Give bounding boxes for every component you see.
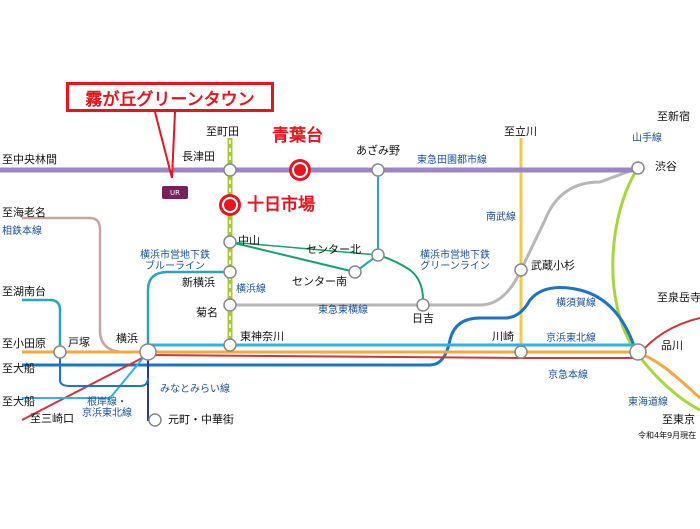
station-shishonandai: 至湖南台 <box>2 285 46 298</box>
callout-pointer <box>154 111 176 179</box>
marker-higashikanagawa <box>223 338 237 352</box>
station-shihigashikyo: 至東京 <box>662 413 695 426</box>
toyoko-line <box>230 166 639 307</box>
station-motomachi: 元町・中華街 <box>168 413 234 426</box>
blueline-line-south <box>22 298 62 352</box>
station-shimachida: 至町田 <box>206 125 239 138</box>
line-greenline: 横浜市営地下鉄 グリーンライン <box>420 250 490 272</box>
station-shimisakiguchi: 至三崎口 <box>30 412 74 425</box>
yamanote-line <box>611 167 700 412</box>
yokosuka-line <box>22 286 638 367</box>
line-toyoko: 東急東横線 <box>318 305 368 316</box>
line-denentoshi: 東急田園都市線 <box>417 155 487 166</box>
marker-nagatsuta <box>223 163 237 177</box>
callout-box: 霧が丘グリーンタウン <box>66 82 274 112</box>
marker-shinagawa <box>629 343 647 361</box>
station-nakayama: 中山 <box>238 234 260 247</box>
minatomirai-line <box>147 352 155 421</box>
line-greenline-2: グリーンライン <box>420 261 490 272</box>
marker-kikuna <box>223 298 237 312</box>
date-note: 令和4年9月現在 <box>638 431 697 440</box>
marker-azamino <box>371 163 385 177</box>
station-shitachikawa: 至立川 <box>504 125 537 138</box>
blueline-line <box>146 270 230 352</box>
negishi-line <box>22 351 149 399</box>
line-keihintohoku: 京浜東北線 <box>546 333 596 344</box>
station-shinyokohama: 新横浜 <box>182 276 215 289</box>
station-shiofuna2: 至大船 <box>2 395 35 408</box>
line-yokosuka: 横須賀線 <box>556 298 596 309</box>
line-negishi-1: 根岸線・ <box>87 397 127 408</box>
station-azamino: あざみ野 <box>356 144 400 157</box>
line-negishi-2: 京浜東北線 <box>82 408 132 419</box>
station-shiizumidake: 至泉岳寺 <box>657 291 700 304</box>
highlight-tokaichiba-label: 十日市場 <box>247 195 315 215</box>
highlight-aobadai-label: 青葉台 <box>272 126 323 146</box>
line-minatomirai: みなとみらい線 <box>160 384 230 395</box>
station-shinagawa: 品川 <box>661 339 683 352</box>
marker-kawasaki <box>514 345 528 359</box>
line-blueline-2: ブルーライン <box>145 261 205 272</box>
line-yamanote: 山手線 <box>632 133 662 144</box>
line-keikyu: 京急本線 <box>548 370 588 381</box>
station-hiyoshi: 日吉 <box>412 312 434 325</box>
marker-yokohama <box>139 343 157 361</box>
station-musashikosugi: 武蔵小杉 <box>531 259 575 272</box>
marker-totsuka <box>53 345 67 359</box>
marker-center-minami <box>348 265 362 279</box>
station-nagatsuta: 長津田 <box>182 150 215 163</box>
line-negishi: 根岸線・ 京浜東北線 <box>82 397 132 419</box>
station-shiodawara: 至小田原 <box>2 337 46 350</box>
station-totsuka: 戸塚 <box>68 336 90 349</box>
station-kawasaki: 川崎 <box>492 330 514 343</box>
station-center-kita: センター北 <box>306 243 361 256</box>
keikyu-line <box>21 317 700 421</box>
station-higashikanagawa: 東神奈川 <box>240 330 284 343</box>
station-shiofuna1: 至大船 <box>2 362 35 375</box>
line-yokohama: 横浜線 <box>236 284 266 295</box>
line-tokaido: 東海道線 <box>628 397 668 408</box>
station-shichuorinkan: 至中央林間 <box>2 153 57 166</box>
line-blueline: 横浜市営地下鉄 ブルーライン <box>140 250 210 272</box>
station-yokohama: 横浜 <box>116 332 138 345</box>
totsuka-loop <box>59 352 149 387</box>
line-blueline-1: 横浜市営地下鉄 <box>140 250 210 261</box>
station-kikuna: 菊名 <box>196 306 218 319</box>
line-nambu: 南武線 <box>486 212 516 223</box>
marker-shinyokohama <box>223 265 237 279</box>
marker-hiyoshi <box>416 298 430 312</box>
greenline-line-2 <box>229 241 379 256</box>
callout-text: 霧が丘グリーンタウン <box>85 89 255 110</box>
station-shishinjuku: 至新宿 <box>657 110 690 123</box>
marker-musashikosugi <box>514 263 528 277</box>
station-center-minami: センター南 <box>292 275 347 288</box>
marker-shibuya <box>631 161 645 175</box>
line-sotetsu: 相鉄本線 <box>2 226 42 237</box>
station-shibuya: 渋谷 <box>655 160 677 173</box>
station-shiebina: 至海老名 <box>2 206 46 219</box>
line-greenline-1: 横浜市営地下鉄 <box>420 250 490 261</box>
marker-motomachi <box>148 413 162 427</box>
ur-logo: UR <box>162 186 188 199</box>
marker-nakayama <box>223 235 237 249</box>
marker-center-kita <box>371 248 385 262</box>
